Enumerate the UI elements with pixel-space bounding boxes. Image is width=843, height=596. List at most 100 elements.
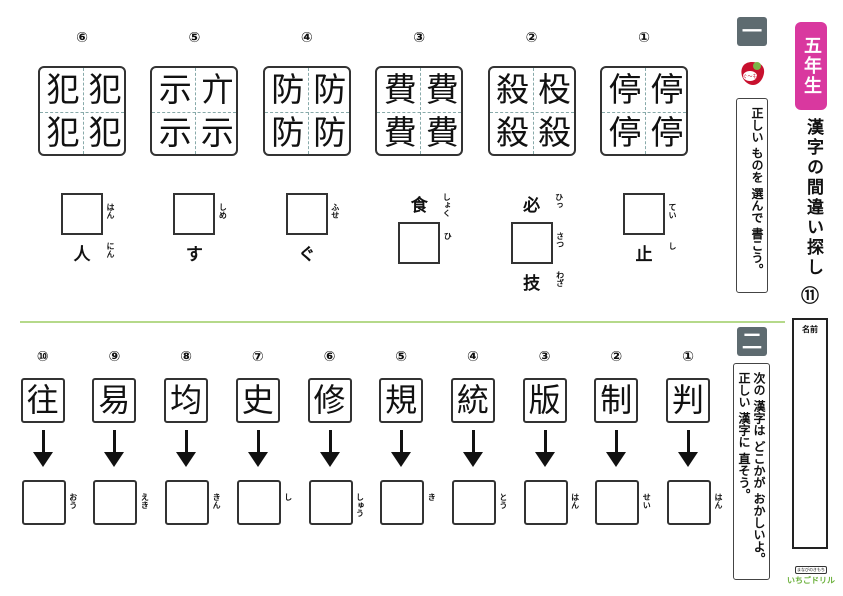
kanji-option[interactable]: 殺	[496, 70, 530, 109]
ruby-box: はん	[106, 203, 115, 219]
logo: まなびのきもち いちごドリル	[786, 556, 836, 586]
arrow-head	[32, 452, 53, 467]
kanji-choice-grid: 犯犯犯犯	[38, 66, 126, 156]
ruby-box: ひ	[443, 232, 453, 240]
answer-box[interactable]	[21, 480, 66, 525]
wrong-kanji: 統	[450, 378, 495, 423]
item-number: ⑨	[108, 349, 121, 365]
kanji-option[interactable]: 停	[650, 70, 684, 109]
answer-box[interactable]	[510, 222, 553, 264]
wrong-kanji: 制	[594, 378, 639, 423]
name-field[interactable]: 名前	[792, 318, 828, 549]
arrow-head	[319, 452, 340, 467]
arrow-shaft	[185, 430, 189, 454]
kanji-option[interactable]: 示	[158, 70, 192, 109]
arrow-head	[606, 452, 627, 467]
ruby-box: さつ	[555, 232, 565, 248]
ruby-answer: せい	[642, 493, 652, 509]
item-number: ⑤	[188, 30, 201, 46]
ruby-answer: とう	[498, 493, 508, 509]
arrow-head	[462, 452, 483, 467]
item-number: ①	[682, 349, 694, 365]
kanji-choice-grid: 防防防防	[262, 66, 351, 156]
context-kanji-below: す	[185, 245, 203, 265]
answer-box[interactable]	[380, 480, 425, 525]
grid-line	[307, 68, 309, 154]
ruby-box: ふせ	[330, 203, 340, 219]
ruby-answer: はん	[570, 493, 580, 509]
item-number: ④	[300, 30, 313, 46]
ruby-answer: きん	[212, 493, 222, 509]
answer-box[interactable]	[61, 193, 103, 235]
kanji-option[interactable]: 停	[608, 70, 642, 109]
answer-box[interactable]	[667, 480, 711, 525]
arrow-head	[176, 452, 197, 467]
arrow-shaft	[400, 430, 404, 454]
kanji-option[interactable]: 犯	[88, 113, 122, 152]
kanji-choice-grid: 停停停停	[600, 66, 688, 156]
answer-box[interactable]	[595, 480, 640, 525]
grid-line	[532, 68, 534, 154]
kanji-option[interactable]: 防	[313, 113, 347, 152]
answer-box[interactable]	[285, 193, 328, 235]
kanji-option[interactable]: 費	[425, 70, 459, 109]
arrow-down-icon	[247, 430, 268, 468]
arrow-down-icon	[176, 430, 197, 468]
wrong-kanji: 均	[164, 378, 209, 423]
answer-box[interactable]	[623, 193, 665, 235]
arrow-shaft	[113, 430, 117, 454]
answer-box[interactable]	[173, 193, 216, 235]
ruby-answer: えき	[140, 493, 150, 509]
arrow-shaft	[41, 430, 45, 454]
grid-line	[602, 112, 686, 113]
item-number: ⑥	[76, 30, 88, 46]
context-kanji-below: 止	[635, 245, 653, 265]
wrong-kanji: 判	[666, 378, 710, 423]
context-kanji-below: 人	[73, 245, 91, 265]
answer-box[interactable]	[308, 480, 353, 525]
kanji-option[interactable]: 犯	[46, 113, 80, 152]
kanji-option[interactable]: 犯	[46, 70, 80, 109]
kanji-option[interactable]: 殺	[496, 113, 530, 152]
kanji-option[interactable]: 示	[158, 113, 192, 152]
answer-box[interactable]	[398, 222, 441, 264]
ruby-answer: き	[427, 493, 437, 501]
kanji-option[interactable]: 示	[200, 113, 234, 152]
answer-box[interactable]	[451, 480, 496, 525]
wrong-kanji: 修	[307, 378, 352, 423]
context-kanji-above: 必	[523, 196, 541, 216]
answer-box[interactable]	[93, 480, 138, 525]
item-number: ②	[525, 30, 538, 46]
kanji-option[interactable]: 犯	[88, 70, 122, 109]
answer-box[interactable]	[236, 480, 281, 525]
logo-tagline: まなびのきもち	[795, 566, 827, 574]
item-number: ③	[413, 30, 426, 46]
mascot-label: ぐ～も	[742, 74, 757, 80]
arrow-head	[247, 452, 268, 467]
arrow-head	[104, 452, 125, 467]
context-kanji-below: 技	[523, 274, 541, 294]
kanji-option[interactable]: 費	[383, 70, 417, 109]
item-number: ⑩	[36, 349, 49, 365]
kanji-option[interactable]: 費	[425, 113, 459, 152]
grid-line	[489, 112, 574, 113]
kanji-option[interactable]: 停	[650, 113, 684, 152]
ruby-below: し	[668, 242, 677, 250]
ruby-below: わざ	[555, 271, 565, 287]
answer-box[interactable]	[523, 480, 568, 525]
answer-box[interactable]	[165, 480, 210, 525]
grid-line	[83, 68, 84, 154]
kanji-option[interactable]: 防	[313, 70, 347, 109]
kanji-option[interactable]: 防	[271, 113, 305, 152]
kanji-option[interactable]: 停	[608, 113, 642, 152]
kanji-option[interactable]: 亣	[200, 70, 234, 109]
kanji-option[interactable]: 費	[383, 113, 417, 152]
grade-tag: 五年生	[795, 22, 827, 110]
arrow-down-icon	[678, 430, 698, 468]
ruby-box: てい	[668, 203, 677, 219]
kanji-choice-grid: 殺杸殺殺	[487, 66, 576, 156]
section-divider	[20, 321, 785, 323]
kanji-option[interactable]: 防	[271, 70, 305, 109]
kanji-option[interactable]: 杸	[538, 70, 572, 109]
kanji-option[interactable]: 殺	[538, 113, 572, 152]
